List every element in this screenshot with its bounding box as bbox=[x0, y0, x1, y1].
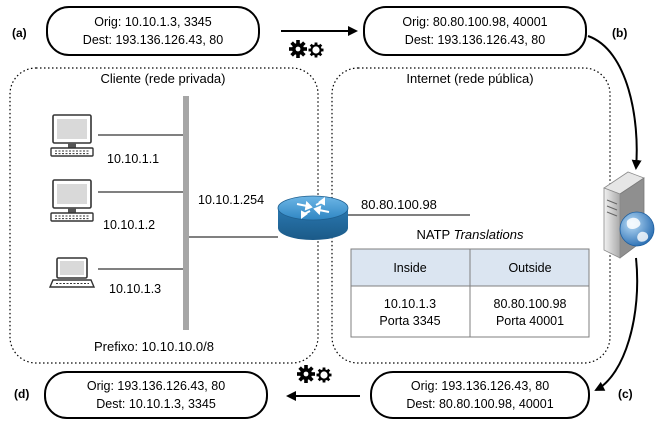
packet-a-tag: (a) bbox=[12, 26, 27, 40]
packet-a-box bbox=[46, 6, 260, 56]
packet-d-tag: (d) bbox=[14, 387, 29, 401]
natp-outside-port: Porta 40001 bbox=[496, 314, 564, 328]
host-3-ip: 10.10.1.3 bbox=[109, 282, 161, 296]
arrow-server-to-c bbox=[594, 257, 639, 391]
packet-b-box bbox=[363, 6, 587, 56]
host-1-ip: 10.10.1.1 bbox=[107, 152, 159, 166]
natp-header-outside: Outside bbox=[508, 261, 551, 275]
packet-c-dest: Dest: 80.80.100.98, 40001 bbox=[406, 397, 553, 411]
globe-icon bbox=[619, 211, 655, 247]
natp-row-cell-outside bbox=[469, 285, 590, 338]
private-zone-outline bbox=[9, 67, 319, 364]
private-prefix-label: Prefixo: 10.10.10.0/8 bbox=[94, 339, 214, 354]
gears-icon bbox=[289, 40, 324, 58]
desktop-computer-icon bbox=[50, 114, 94, 157]
router-outside-ip: 80.80.100.98 bbox=[361, 197, 437, 212]
natp-table-title: NATP Translations bbox=[417, 227, 524, 242]
packet-d-dest: Dest: 10.10.1.3, 3345 bbox=[96, 397, 216, 411]
packet-b-orig: Orig: 80.80.100.98, 40001 bbox=[402, 15, 547, 29]
natp-row-cell-inside bbox=[350, 285, 471, 338]
natp-header-cell-inside bbox=[350, 248, 471, 287]
natp-table: Inside Outside 10.10.1.3 Porta 3345 80.8… bbox=[350, 248, 590, 338]
natp-title-italic: Translations bbox=[454, 227, 524, 242]
router-icon bbox=[277, 195, 349, 240]
natp-inside-ip: 10.10.1.3 bbox=[384, 297, 436, 311]
packet-a-orig: Orig: 10.10.1.3, 3345 bbox=[94, 15, 211, 29]
public-zone-title: Internet (rede pública) bbox=[406, 71, 533, 86]
arrow-b-to-server bbox=[587, 35, 642, 170]
packet-b-dest: Dest: 193.136.126.43, 80 bbox=[405, 33, 545, 47]
natp-title-prefix: NATP bbox=[417, 227, 450, 242]
private-zone-title: Cliente (rede privada) bbox=[100, 71, 225, 86]
packet-d-box bbox=[44, 371, 268, 419]
natp-inside-port: Porta 3345 bbox=[379, 314, 440, 328]
packet-c-box bbox=[370, 371, 590, 419]
natp-header-cell-outside bbox=[469, 248, 590, 287]
packet-b-tag: (b) bbox=[612, 26, 627, 40]
host-2-ip: 10.10.1.2 bbox=[103, 218, 155, 232]
packet-d-orig: Orig: 193.136.126.43, 80 bbox=[87, 379, 225, 393]
desktop-computer-icon bbox=[50, 179, 94, 222]
packet-c-tag: (c) bbox=[618, 387, 633, 401]
packet-c-orig: Orig: 193.136.126.43, 80 bbox=[411, 379, 549, 393]
natp-header-inside: Inside bbox=[393, 261, 426, 275]
gears-icon-return bbox=[297, 365, 332, 383]
packet-a-dest: Dest: 193.136.126.43, 80 bbox=[83, 33, 223, 47]
laptop-icon bbox=[48, 257, 96, 288]
lan-bus bbox=[183, 96, 189, 330]
router-inside-ip: 10.10.1.254 bbox=[198, 193, 264, 207]
natp-outside-ip: 80.80.100.98 bbox=[494, 297, 567, 311]
